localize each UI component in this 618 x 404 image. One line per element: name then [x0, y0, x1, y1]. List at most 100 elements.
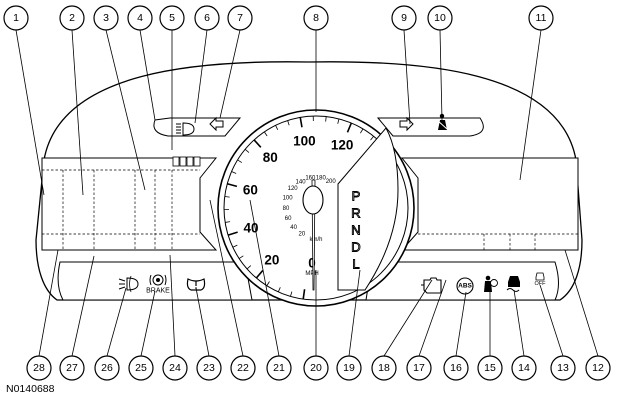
speed-tick	[225, 221, 231, 223]
abs-warning-icon: ABS	[456, 277, 474, 295]
callout-number: 1	[13, 12, 19, 24]
callout-9: 9	[391, 5, 417, 31]
callout-10: 10	[427, 5, 453, 31]
speed-tick	[227, 231, 238, 236]
callout-14: 14	[511, 355, 537, 381]
callout-number: 18	[378, 362, 390, 374]
brake-warning-icon: BRAKE	[146, 274, 170, 295]
leader-line	[71, 29, 84, 196]
callout-19: 19	[336, 355, 362, 381]
abs-text: ABS	[458, 283, 472, 290]
speed-zero: 0	[308, 256, 316, 271]
check-engine-icon	[421, 277, 442, 294]
kmh-label: 200	[326, 179, 337, 185]
traction-control-icon	[506, 276, 520, 292]
traction-control-off-icon: OFF	[535, 272, 546, 287]
callout-number: 9	[401, 12, 407, 24]
speed-tick	[227, 182, 238, 188]
callout-number: 15	[484, 362, 496, 374]
leader-line	[71, 255, 95, 357]
leader-line	[564, 249, 599, 357]
callout-26: 26	[94, 355, 120, 381]
callout-number: 5	[169, 12, 175, 24]
callout-6: 6	[194, 5, 220, 31]
callout-24: 24	[162, 355, 188, 381]
callout-4: 4	[127, 5, 153, 31]
speed-label: 60	[243, 183, 258, 198]
callout-16: 16	[443, 355, 469, 381]
callout-5: 5	[159, 5, 185, 31]
callout-11: 11	[528, 5, 554, 31]
speed-tick	[299, 117, 303, 128]
leader-line	[15, 29, 45, 196]
kmh-label: 100	[283, 195, 294, 201]
speed-label: 100	[293, 134, 316, 149]
leader-line	[106, 287, 127, 357]
speed-tick	[302, 289, 306, 300]
callout-7: 7	[227, 5, 253, 31]
callout-number: 12	[592, 362, 604, 374]
left-display-panel	[41, 157, 218, 251]
callout-25: 25	[128, 355, 154, 381]
speed-tick	[346, 122, 353, 133]
speed-tick	[287, 120, 290, 126]
tire-pressure-icon	[186, 278, 206, 291]
mph-label: MPH	[305, 271, 318, 277]
kmh-label: 180	[316, 175, 327, 181]
brake-text: BRAKE	[146, 288, 170, 295]
leader-line	[348, 269, 361, 357]
speed-tick	[370, 136, 374, 141]
callout-number: 8	[313, 12, 319, 24]
callout-number: 24	[169, 362, 181, 374]
callout-number: 14	[518, 362, 530, 374]
speed-tick	[266, 281, 270, 286]
callout-12: 12	[585, 355, 611, 381]
speed-label: 80	[263, 150, 278, 165]
speed-tick	[290, 291, 293, 297]
callout-number: 6	[204, 12, 210, 24]
callout-number: 19	[343, 362, 355, 374]
gear-letter: P	[352, 189, 361, 204]
callout-number: 13	[557, 362, 569, 374]
callout-number: 20	[310, 362, 322, 374]
figure-id: N0140688	[6, 383, 55, 395]
speed-tick	[237, 159, 243, 163]
leader-line	[513, 289, 525, 357]
speed-tick	[255, 269, 264, 279]
callout-number: 11	[536, 12, 547, 24]
upper-indicator-strip-right	[376, 117, 484, 137]
callout-number: 4	[137, 12, 143, 24]
speed-tick	[232, 244, 238, 248]
callout-20: 20	[303, 355, 329, 381]
leader-line	[439, 29, 443, 121]
speed-tick	[275, 125, 279, 131]
callout-number: 17	[413, 362, 425, 374]
left-turn-arrow-icon	[209, 116, 224, 132]
leader-line	[38, 249, 59, 357]
upper-indicator-strip	[153, 117, 242, 137]
leader-line	[140, 290, 156, 357]
leader-line	[383, 279, 433, 357]
kmh-label: 60	[285, 216, 292, 222]
callout-number: 27	[66, 362, 78, 374]
callout-27: 27	[59, 355, 85, 381]
leader-line	[105, 29, 146, 191]
speed-tick	[238, 255, 244, 259]
headlamp-high-beam-icon	[176, 122, 195, 136]
callout-number: 10	[434, 12, 446, 24]
callout-number: 7	[237, 12, 243, 24]
gear-letter: L	[352, 257, 359, 272]
leader-line	[219, 29, 241, 119]
leader-line	[169, 254, 176, 357]
leader-line	[194, 29, 208, 124]
callout-23: 23	[196, 355, 222, 381]
odometer-segments	[172, 156, 201, 167]
kmh-label: 140	[296, 179, 307, 185]
callout-number: 16	[450, 362, 462, 374]
leader-line	[418, 279, 447, 357]
speed-tick	[360, 128, 364, 134]
gear-letter: N	[351, 223, 360, 238]
leader-line	[539, 284, 564, 357]
